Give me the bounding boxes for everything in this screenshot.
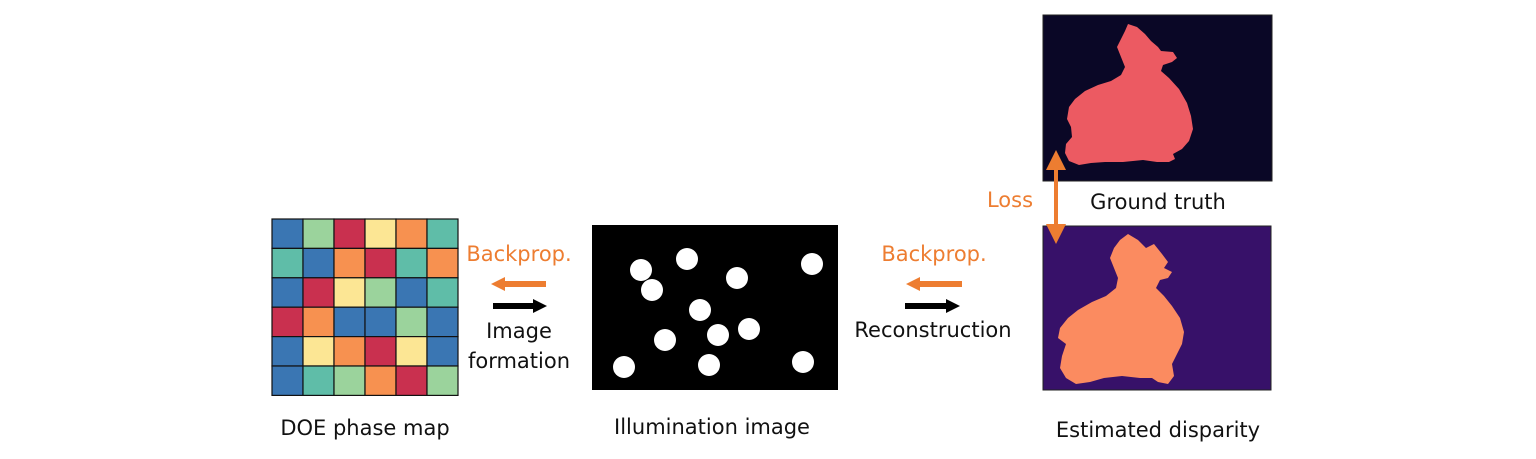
illumination-image [592, 225, 838, 390]
doe-cell [364, 247, 397, 279]
doe-cell [333, 247, 366, 279]
doe-cell [395, 306, 428, 338]
illumination-dot [726, 267, 748, 289]
doe-cell [426, 218, 459, 249]
doe-cell [271, 336, 304, 367]
illumination-dot [654, 329, 676, 351]
illumination-dot [792, 351, 814, 373]
doe-cell [333, 277, 366, 308]
left-arrows [491, 277, 547, 313]
illumination-dot [707, 324, 729, 346]
doe-cell [395, 247, 428, 279]
doe-cell [302, 306, 335, 338]
doe-cell [395, 365, 428, 396]
doe-cell [426, 306, 459, 338]
doe-cell [302, 247, 335, 279]
illumination-image-label: Illumination image [614, 415, 810, 439]
doe-cell [302, 218, 335, 249]
illumination-dot [630, 259, 652, 281]
doe-cell [426, 336, 459, 367]
doe-cell [333, 336, 366, 367]
illumination-dot [613, 356, 635, 378]
illumination-dot [676, 248, 698, 270]
backprop-left-arrow [491, 277, 546, 291]
image-formation-label-line1: Image [486, 319, 552, 343]
ground-truth-bunny-shape [1065, 24, 1193, 165]
doe-cell [302, 277, 335, 308]
ground-truth-label: Ground truth [1090, 190, 1226, 214]
doe-cell [333, 218, 366, 249]
doe-cell [271, 277, 304, 308]
doe-cell [302, 365, 335, 396]
doe-cell [426, 365, 459, 396]
estimated-bunny-shape [1058, 234, 1184, 384]
illumination-dot [641, 279, 663, 301]
doe-phase-map-label: DOE phase map [280, 416, 450, 440]
doe-cell [364, 277, 397, 308]
estimated-disparity-image [1042, 225, 1272, 391]
doe-cell [364, 218, 397, 249]
doe-cell [364, 336, 397, 367]
ground-truth-image [1042, 14, 1273, 182]
illumination-dot [689, 299, 711, 321]
doe-cell [302, 336, 335, 367]
backprop-right-arrow [906, 277, 962, 291]
backprop-left-label: Backprop. [466, 242, 572, 266]
doe-cell [395, 218, 428, 249]
doe-cell [271, 306, 304, 338]
illumination-dot [738, 318, 760, 340]
image-formation-label-line2: formation [467, 349, 571, 373]
illumination-dot [801, 253, 823, 275]
loss-label: Loss [986, 188, 1034, 212]
right-arrows [905, 277, 962, 313]
reconstruction-label: Reconstruction [854, 318, 1012, 342]
doe-cell [271, 247, 304, 279]
reconstruction-arrow [905, 299, 960, 313]
doe-cell [333, 306, 366, 338]
doe-cell [395, 336, 428, 367]
doe-cell [271, 218, 304, 249]
illumination-dot [698, 354, 720, 376]
estimated-disparity-label: Estimated disparity [1055, 418, 1261, 442]
doe-cell [364, 365, 397, 396]
doe-cell [426, 247, 459, 279]
doe-cell [395, 277, 428, 308]
doe-cell [364, 306, 397, 338]
doe-cell [333, 365, 366, 396]
image-formation-arrow [493, 299, 547, 313]
doe-cell [271, 365, 304, 396]
backprop-right-label: Backprop. [881, 242, 987, 266]
doe-phase-map [271, 218, 459, 396]
doe-cell [426, 277, 459, 308]
